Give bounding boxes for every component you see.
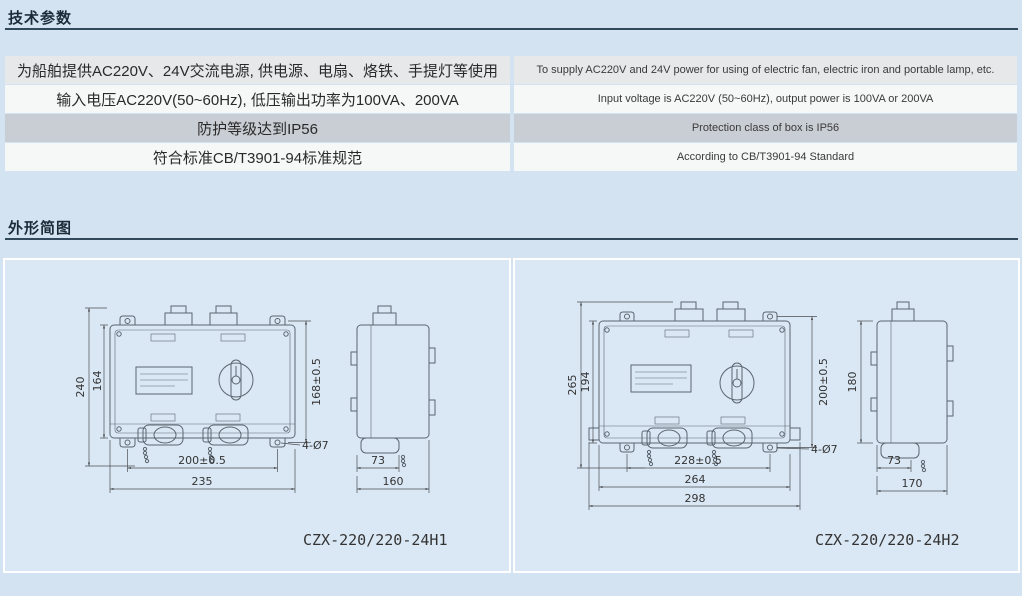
dim-mount-vertical: 168±0.5 xyxy=(310,358,323,406)
front-view-h1 xyxy=(109,305,296,464)
dim-mount-width: 200±0.5 xyxy=(178,454,226,467)
side-view-h2 xyxy=(870,301,954,473)
spec-row-cn-1: 为船舶提供AC220V、24V交流电源, 供电源、电扇、烙铁、手提灯等使用 xyxy=(5,56,510,84)
dim-depth: 170 xyxy=(902,477,923,490)
tech-params-underline xyxy=(5,28,1018,30)
side-view-h1 xyxy=(350,305,436,468)
model-label-h2: CZX-220/220-24H2 xyxy=(815,531,960,549)
dimension-lines-h1 xyxy=(85,307,430,493)
dim-depth-front: 73 xyxy=(887,454,901,467)
tech-params-title: 技术参数 xyxy=(8,10,73,27)
dim-hole-callout: 4-Ø7 xyxy=(811,443,838,456)
dim-side-height: 180 xyxy=(846,372,859,393)
dim-depth-front: 73 xyxy=(371,454,385,467)
spec-row-en-2: Input voltage is AC220V (50~60Hz), outpu… xyxy=(514,85,1017,113)
dim-overall-width: 235 xyxy=(192,475,213,488)
receptacle-left-icon xyxy=(641,427,688,467)
dim-overall-width: 298 xyxy=(685,492,706,505)
front-view-h2 xyxy=(588,301,801,467)
spec-table-english: To supply AC220V and 24V power for using… xyxy=(514,56,1017,172)
receptacle-left-icon xyxy=(137,424,184,464)
rotary-switch-icon xyxy=(218,359,254,401)
spec-table-chinese: 为船舶提供AC220V、24V交流电源, 供电源、电扇、烙铁、手提灯等使用 输入… xyxy=(5,56,510,172)
dim-body-height: 194 xyxy=(579,372,592,393)
outline-drawing-h2: 265 194 200±0.5 228±0.5 264 298 4-Ø7 180… xyxy=(566,301,954,510)
dimension-labels-h1: 240 164 168±0.5 200±0.5 235 4-Ø7 73 160 xyxy=(74,358,404,488)
dim-overall-height: 265 xyxy=(566,375,579,396)
dim-body-height: 164 xyxy=(91,371,104,392)
dim-overall-height: 240 xyxy=(74,377,87,398)
dimension-labels-h2: 265 194 200±0.5 228±0.5 264 298 4-Ø7 180… xyxy=(566,358,923,505)
outline-title: 外形简图 xyxy=(8,220,73,237)
rotary-switch-icon xyxy=(719,362,755,404)
receptacle-right-icon xyxy=(202,424,249,464)
spec-row-cn-3: 防护等级达到IP56 xyxy=(5,114,510,142)
outline-drawing-h1: 240 164 168±0.5 200±0.5 235 4-Ø7 73 160 xyxy=(74,305,436,493)
outline-panel-h1: 240 164 168±0.5 200±0.5 235 4-Ø7 73 160 … xyxy=(3,258,511,573)
outline-underline xyxy=(5,238,1018,240)
spec-row-en-1: To supply AC220V and 24V power for using… xyxy=(514,56,1017,84)
outline-panel-h2: 265 194 200±0.5 228±0.5 264 298 4-Ø7 180… xyxy=(513,258,1020,573)
spec-row-cn-2: 输入电压AC220V(50~60Hz), 低压输出功率为100VA、200VA xyxy=(5,85,510,113)
dim-body-width: 264 xyxy=(685,473,706,486)
dim-hole-callout: 4-Ø7 xyxy=(302,439,329,452)
spec-row-en-4: According to CB/T3901-94 Standard xyxy=(514,143,1017,171)
spec-row-cn-4: 符合标准CB/T3901-94标准规范 xyxy=(5,143,510,171)
dimension-lines-h2 xyxy=(577,301,948,510)
receptacle-right-icon xyxy=(706,427,753,467)
dim-mount-vertical: 200±0.5 xyxy=(817,358,830,406)
dim-depth: 160 xyxy=(383,475,404,488)
model-label-h1: CZX-220/220-24H1 xyxy=(303,531,448,549)
spec-row-en-3: Protection class of box is IP56 xyxy=(514,114,1017,142)
dim-mount-width: 228±0.5 xyxy=(674,454,722,467)
